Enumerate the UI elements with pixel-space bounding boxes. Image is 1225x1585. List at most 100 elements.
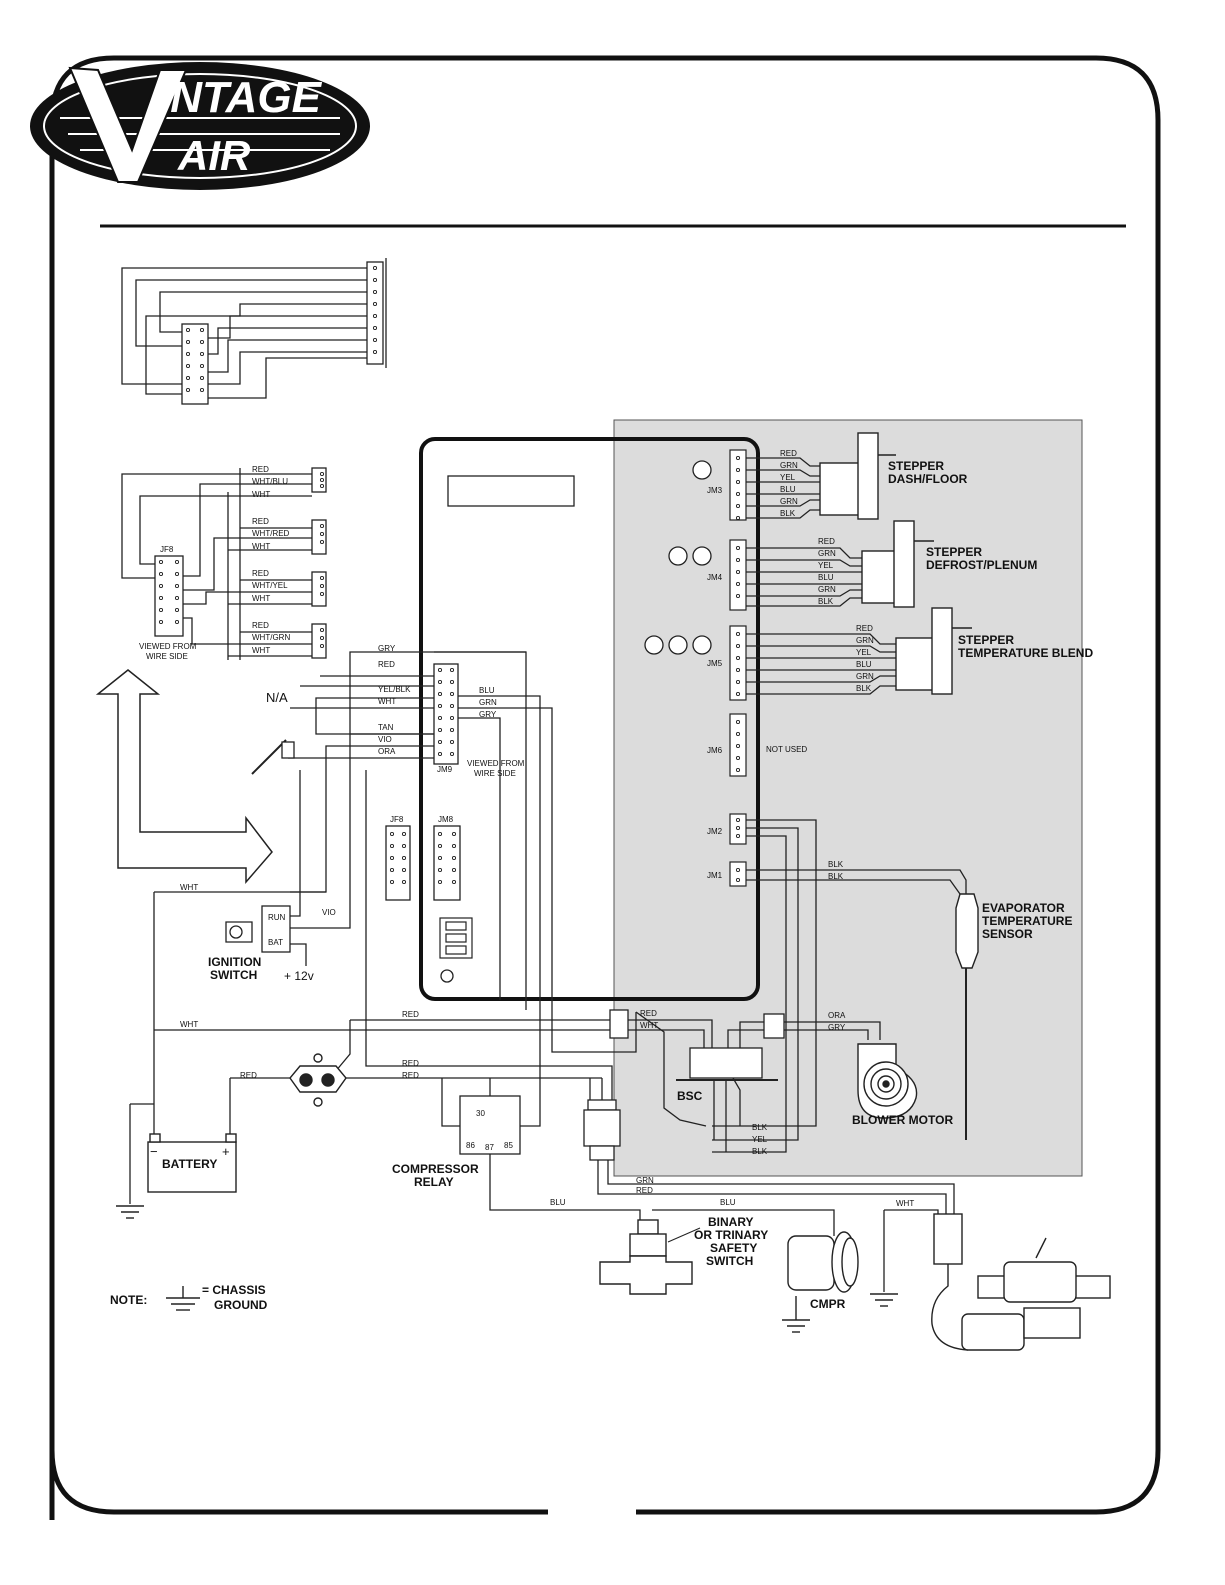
controller-knobs <box>440 460 712 983</box>
top-block-pin <box>372 289 378 295</box>
jm9-pin <box>437 715 443 721</box>
bsc-module <box>676 1047 778 1081</box>
ignition-line1: IGNITION <box>208 955 261 969</box>
blu1-label: BLU <box>550 1198 566 1207</box>
harness-wire-12: WHT <box>252 646 270 655</box>
jm8-pin <box>437 831 443 837</box>
heater-valve <box>931 1213 1111 1351</box>
jm9-wire-grn: GRN <box>479 698 497 707</box>
sensor-wiring <box>712 819 967 1153</box>
evaporator-sensor <box>955 893 979 969</box>
jf8-viewed-2: WIRE SIDE <box>146 652 188 661</box>
jm5-pin <box>735 679 741 685</box>
stepper1-line1: STEPPER <box>888 459 944 473</box>
harness-wire-7: RED <box>252 569 269 578</box>
jm2-pin <box>735 833 741 839</box>
compressor <box>787 1231 859 1293</box>
s2-w1: RED <box>818 537 835 546</box>
stepper2-line2: DEFROST/PLENUM <box>926 558 1037 572</box>
blower-right-ora: ORA <box>828 1011 846 1020</box>
jm3-pin <box>735 455 741 461</box>
top-block-pin <box>185 327 191 333</box>
logo-bottom-text: AIR <box>177 132 251 179</box>
top-block-pin <box>199 363 205 369</box>
jm1-wire-1: BLK <box>828 860 844 869</box>
stepper3-line1: STEPPER <box>958 633 1014 647</box>
jm2-label: JM2 <box>707 827 723 836</box>
jf8-pin <box>401 843 407 849</box>
top-block-pin <box>185 339 191 345</box>
jm4-pin <box>735 557 741 563</box>
harness-wire-2: WHT/BLU <box>252 477 288 486</box>
evap-line1: EVAPORATOR <box>982 901 1065 915</box>
jf8-pin <box>401 855 407 861</box>
harness-jf8-pin <box>174 571 180 577</box>
binary-line4: SWITCH <box>706 1254 753 1268</box>
evap-line3: SENSOR <box>982 927 1033 941</box>
jm3-pin <box>735 467 741 473</box>
vio-label: VIO <box>322 908 336 917</box>
top-block-pin <box>185 375 191 381</box>
bsc-label: BSC <box>677 1089 703 1103</box>
jm6-pin <box>735 719 741 725</box>
jm2-pin <box>735 825 741 831</box>
jm8-pin <box>451 843 457 849</box>
bsc-wire-3: BLK <box>752 1147 768 1156</box>
top-block-pin <box>372 277 378 283</box>
power-wiring <box>154 770 955 1292</box>
top-block-pin <box>199 387 205 393</box>
jm6-label: JM6 <box>707 746 723 755</box>
batt-minus: − <box>150 1144 158 1159</box>
bsc-wire-2: YEL <box>752 1135 768 1144</box>
run-label: RUN <box>268 913 286 922</box>
s2-w3: YEL <box>818 561 834 570</box>
jf8-pin <box>401 879 407 885</box>
blower-fuse <box>609 1009 629 1039</box>
jm4-pin <box>735 569 741 575</box>
harness-pin <box>319 575 325 581</box>
jm5-pin <box>735 655 741 661</box>
wht-top-label: WHT <box>180 883 198 892</box>
jm9-connector <box>433 663 459 765</box>
jm9-pin <box>449 703 455 709</box>
harness-pin <box>319 523 325 529</box>
s2-w2: GRN <box>818 549 836 558</box>
wht-right-label: WHT <box>896 1199 914 1208</box>
harness-jf8-pin <box>158 595 164 601</box>
jm3-pin <box>735 503 741 509</box>
jm9-wire-red: RED <box>378 660 395 669</box>
harness-pin <box>319 539 325 545</box>
jm4-pin <box>735 593 741 599</box>
harness-pin <box>319 471 325 477</box>
blower-right-gry: GRY <box>828 1023 846 1032</box>
harness-pin <box>319 591 325 597</box>
jf8-pin <box>389 867 395 873</box>
jm9-wire-vio: VIO <box>378 735 392 744</box>
harness-jf8-pin <box>174 619 180 625</box>
red-bus1-label: RED <box>402 1059 419 1068</box>
jm3-pin <box>735 491 741 497</box>
jm8-pin <box>437 879 443 885</box>
relay-pin-87: 87 <box>485 1143 494 1152</box>
jm3-pin <box>735 479 741 485</box>
cmpr-label: CMPR <box>810 1297 846 1311</box>
pressure-switch <box>583 1099 621 1161</box>
s1-w1: RED <box>780 449 797 458</box>
jm9-pin <box>449 715 455 721</box>
jm9-wire-wht: WHT <box>378 697 396 706</box>
harness-jf8-pin <box>158 619 164 625</box>
binary-line2: OR TRINARY <box>694 1228 768 1242</box>
bsc-wire-1: BLK <box>752 1123 768 1132</box>
blower-left-wht: WHT <box>640 1021 658 1030</box>
blower-label: BLOWER MOTOR <box>852 1113 953 1127</box>
s3-w3: YEL <box>856 648 872 657</box>
batt-plus: + <box>222 1144 230 1159</box>
top-block-pin <box>185 351 191 357</box>
na-label: N/A <box>266 690 288 705</box>
s1-w4: BLU <box>780 485 796 494</box>
top-block-pin <box>199 327 205 333</box>
controller-display <box>447 475 575 507</box>
jf8-pin <box>401 831 407 837</box>
top-block-pin <box>199 339 205 345</box>
jf8-pin <box>389 879 395 885</box>
